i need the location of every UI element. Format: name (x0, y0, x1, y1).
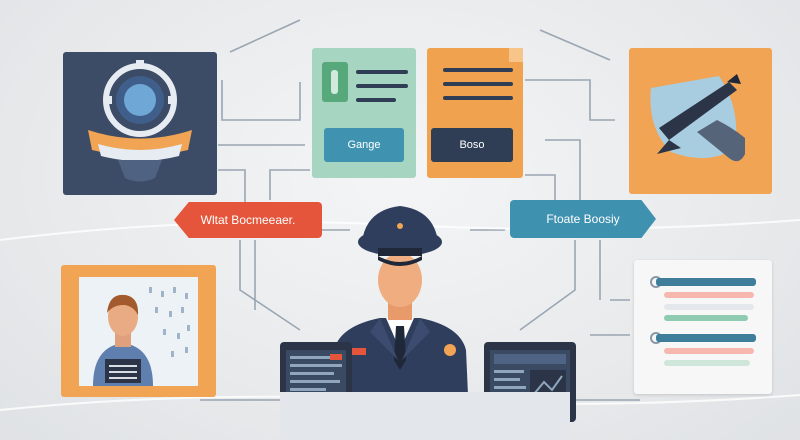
gange-button[interactable]: Gange (324, 128, 404, 162)
pen-card (629, 48, 772, 194)
right-tag-label: Ftoate Boosiy (510, 200, 656, 238)
shield-card (63, 52, 217, 195)
left-tag-label: Wltat Bocmeeaer. (174, 202, 322, 238)
document-icon (322, 62, 348, 102)
record-list-card (634, 260, 772, 394)
info-card-orange: Boso (427, 48, 523, 178)
boso-button[interactable]: Boso (431, 128, 513, 162)
pen-icon (650, 74, 745, 162)
info-card-green: Gange (312, 48, 416, 178)
shield-gear-icon (88, 60, 192, 182)
suspect-photo-card (61, 265, 216, 397)
desk (280, 392, 570, 440)
person-icon (93, 287, 190, 386)
list-icon (650, 276, 756, 366)
